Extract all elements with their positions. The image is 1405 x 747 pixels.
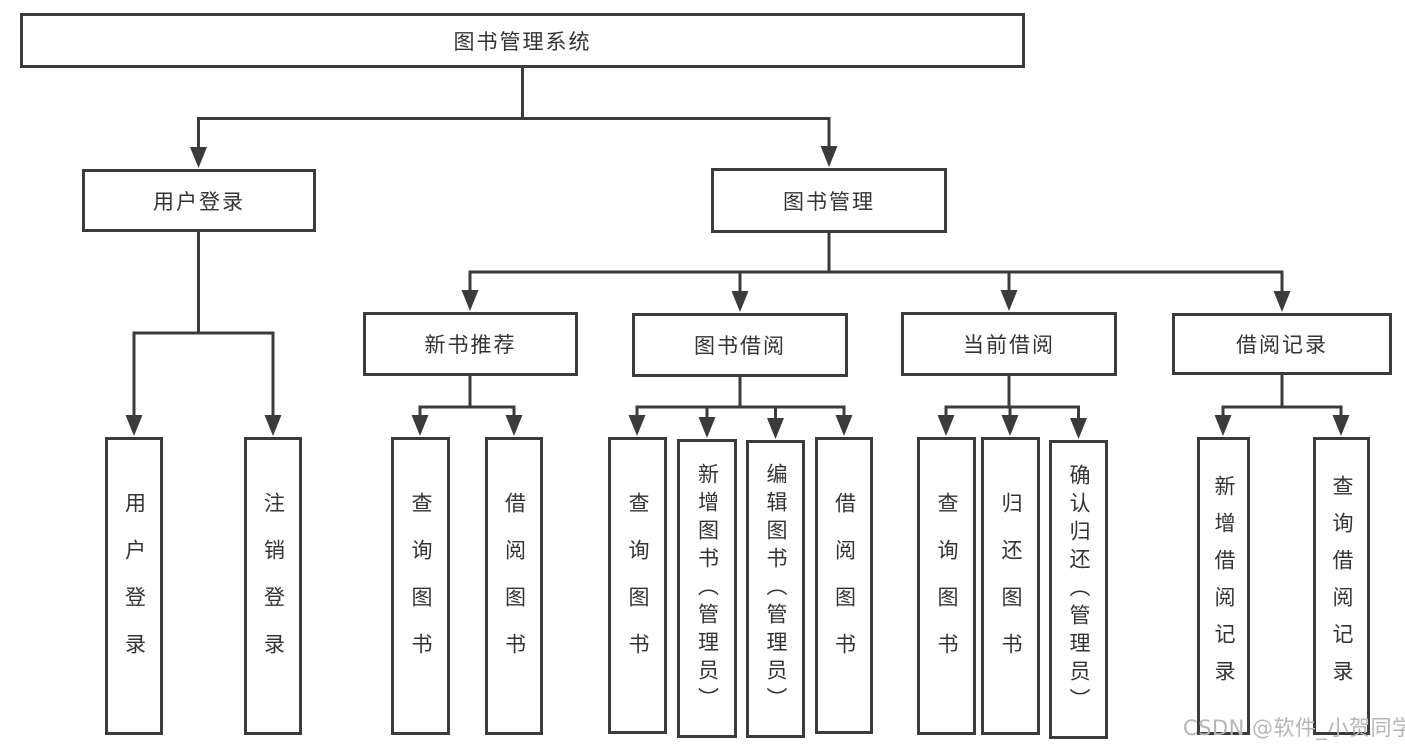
node-current-borrowing: 当前借阅 xyxy=(901,312,1117,376)
connector-root-branch xyxy=(190,66,838,168)
node-borrowing-records: 借阅记录 xyxy=(1172,313,1392,375)
leaf-logout: 注销登录 xyxy=(244,437,302,735)
connector-current-borrow-branch xyxy=(937,374,1087,439)
node-root-system: 图书管理系统 xyxy=(20,13,1025,68)
leaf-add-borrow-record: 新增借阅记录 xyxy=(1197,437,1250,735)
connector-book-borrow-branch xyxy=(628,375,853,439)
leaf-return-books: 归还图书 xyxy=(981,437,1040,735)
connector-user-login-branch xyxy=(125,230,282,436)
leaf-query-books-borrow: 查询图书 xyxy=(608,437,667,734)
leaf-edit-books-admin: 编辑图书（管理员） xyxy=(746,440,805,738)
csdn-watermark: CSDN @软件_小贺同学 xyxy=(1183,716,1405,740)
leaf-query-borrow-record: 查询借阅记录 xyxy=(1313,437,1370,735)
leaf-query-books-recommend: 查询图书 xyxy=(391,437,450,735)
node-new-book-recommend: 新书推荐 xyxy=(363,312,578,376)
leaf-confirm-return-admin: 确认归还（管理员） xyxy=(1049,440,1108,739)
leaf-add-books-admin: 新增图书（管理员） xyxy=(677,439,737,738)
connector-book-mgmt-branch xyxy=(461,231,1291,312)
connector-borrow-records-branch xyxy=(1214,373,1350,436)
leaf-borrow-books-recommend: 借阅图书 xyxy=(485,437,543,735)
node-user-login: 用户登录 xyxy=(82,169,316,232)
leaf-borrow-books: 借阅图书 xyxy=(815,437,873,734)
node-book-borrowing: 图书借阅 xyxy=(632,313,848,377)
connector-new-books-branch xyxy=(411,374,523,436)
leaf-query-books-current: 查询图书 xyxy=(917,437,976,735)
node-book-management: 图书管理 xyxy=(711,168,947,233)
leaf-user-login: 用户登录 xyxy=(105,437,163,735)
